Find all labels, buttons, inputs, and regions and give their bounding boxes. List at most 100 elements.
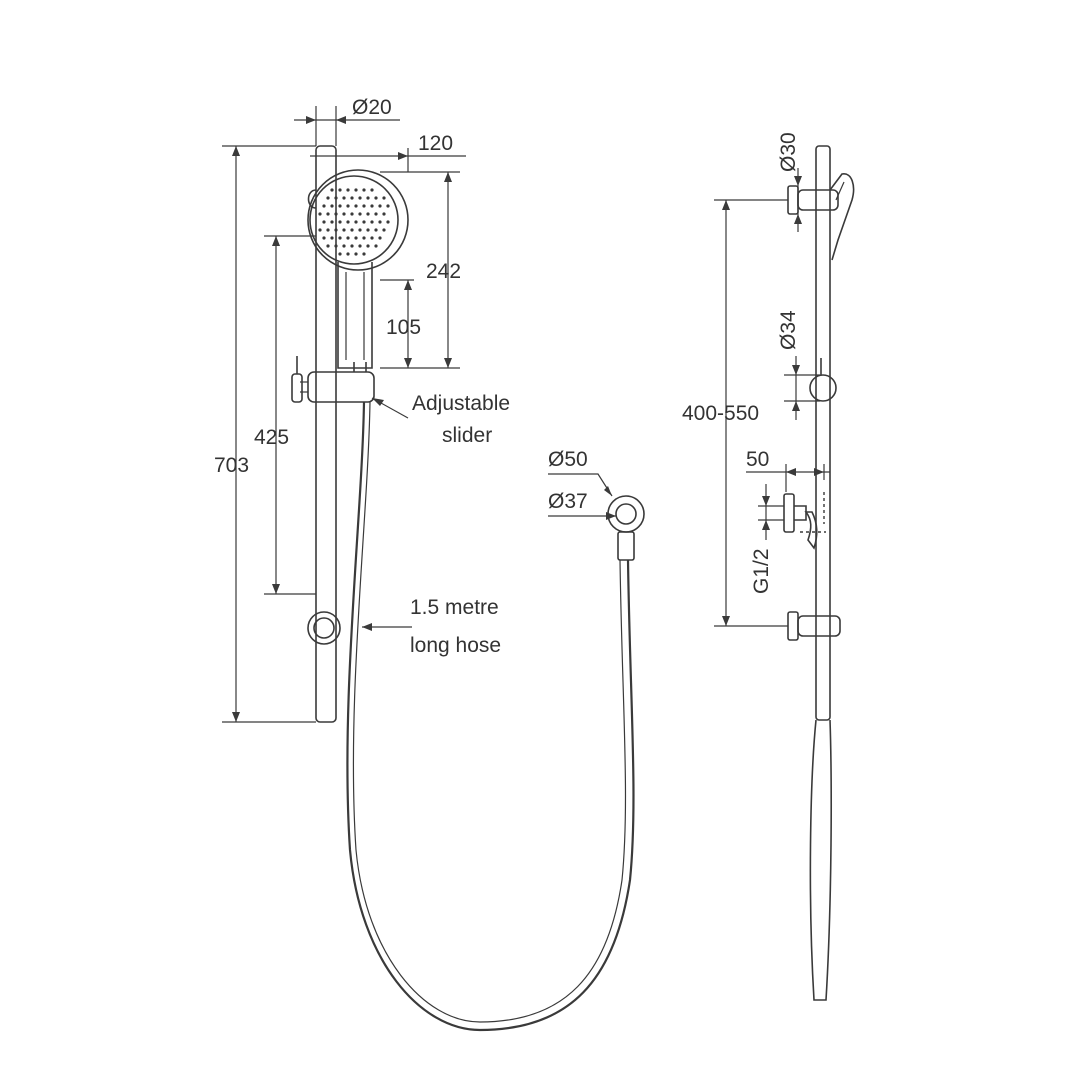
nozzle-dot	[350, 212, 354, 216]
nozzle-dot	[378, 236, 382, 240]
nozzle-dot	[358, 196, 362, 200]
nozzle-dot	[322, 204, 326, 208]
nozzle-dot	[366, 244, 370, 248]
head-outer-rim	[307, 169, 409, 271]
nozzle-dot	[334, 212, 338, 216]
dim-400-550: 400-550	[682, 199, 788, 627]
side-bottom-bracket	[787, 611, 841, 641]
front-view: Ø20 120 242 105	[214, 96, 645, 1032]
callout-adjustable-slider: Adjustable slider	[371, 392, 510, 447]
nozzle-dot	[330, 220, 334, 224]
nozzle-dot	[334, 228, 338, 232]
side-rail	[815, 145, 831, 721]
nozzle-dot	[370, 220, 374, 224]
nozzle-dot	[338, 236, 342, 240]
dim-d30: Ø30	[777, 132, 802, 232]
nozzle-dot	[346, 188, 350, 192]
nozzle-dot	[326, 244, 330, 248]
nozzle-dot	[342, 244, 346, 248]
nozzle-dot	[330, 188, 334, 192]
nozzle-dot	[342, 212, 346, 216]
nozzle-dot	[378, 204, 382, 208]
nozzle-dot	[366, 196, 370, 200]
adjustable-slider	[291, 356, 375, 403]
label-400-550: 400-550	[682, 402, 759, 425]
dim-425: 425	[254, 235, 316, 595]
label-hose-line2: long hose	[410, 634, 501, 657]
nozzle-dot	[370, 204, 374, 208]
nozzle-dot	[374, 196, 378, 200]
dim-120: 120	[310, 132, 466, 172]
rail	[315, 145, 337, 723]
label-d20: Ø20	[352, 96, 392, 119]
nozzle-dot	[370, 188, 374, 192]
nozzle-dot	[338, 252, 342, 256]
side-slider	[809, 358, 837, 402]
nozzle-dot	[374, 244, 378, 248]
nozzle-dot	[362, 204, 366, 208]
nozzle-dot	[374, 228, 378, 232]
nozzle-dot	[354, 188, 358, 192]
nozzle-dot	[330, 236, 334, 240]
head-handle-inner	[345, 272, 365, 360]
label-adjustable: Adjustable	[412, 392, 510, 415]
nozzle-dot	[322, 220, 326, 224]
dim-outlet: Ø50 Ø37	[548, 448, 616, 520]
nozzle-dot	[346, 252, 350, 256]
nozzle-dot	[366, 228, 370, 232]
head-face	[309, 175, 399, 265]
spray-nozzles	[318, 188, 390, 256]
nozzle-dot	[382, 212, 386, 216]
label-slider: slider	[442, 424, 492, 447]
head-handle	[337, 262, 373, 369]
label-d34: Ø34	[777, 310, 800, 350]
side-hose	[809, 719, 832, 1001]
dim-d34: Ø34	[777, 310, 820, 420]
hose	[346, 401, 635, 1032]
nozzle-dot	[350, 244, 354, 248]
nozzle-dot	[366, 212, 370, 216]
nozzle-dot	[386, 204, 390, 208]
slider-body	[307, 371, 375, 403]
nozzle-dot	[318, 212, 322, 216]
nozzle-dot	[342, 228, 346, 232]
nozzle-dot	[338, 220, 342, 224]
label-hose-line1: 1.5 metre	[410, 596, 499, 619]
shower-head	[307, 169, 409, 369]
callout-hose: 1.5 metre long hose	[362, 596, 501, 657]
nozzle-dot	[354, 220, 358, 224]
head-side-knob	[307, 189, 317, 209]
side-view: Ø30 Ø34 400-550 50	[682, 132, 855, 1001]
dim-703: 703	[214, 145, 316, 723]
nozzle-dot	[370, 236, 374, 240]
nozzle-dot	[358, 212, 362, 216]
nozzle-dot	[330, 204, 334, 208]
nozzle-dot	[378, 220, 382, 224]
label-120: 120	[418, 132, 453, 155]
nozzle-dot	[346, 204, 350, 208]
nozzle-dot	[354, 236, 358, 240]
nozzle-dot	[326, 228, 330, 232]
lower-wall-bracket	[307, 611, 341, 645]
dim-105: 105	[380, 279, 421, 368]
label-d50: Ø50	[548, 448, 588, 471]
label-105: 105	[386, 316, 421, 339]
side-shower-head	[829, 173, 855, 261]
dim-g12: G1/2	[750, 484, 784, 594]
nozzle-dot	[358, 244, 362, 248]
nozzle-dot	[362, 220, 366, 224]
nozzle-dot	[350, 228, 354, 232]
dim-242: 242	[380, 171, 461, 369]
nozzle-dot	[358, 228, 362, 232]
nozzle-dot	[362, 236, 366, 240]
label-d37: Ø37	[548, 490, 588, 513]
nozzle-dot	[322, 236, 326, 240]
nozzle-dot	[374, 212, 378, 216]
nozzle-dot	[342, 196, 346, 200]
nozzle-dot	[318, 228, 322, 232]
side-wall-elbow	[783, 492, 826, 550]
label-d30: Ø30	[777, 132, 800, 172]
hose-inner	[352, 401, 627, 1023]
nozzle-dot	[334, 244, 338, 248]
